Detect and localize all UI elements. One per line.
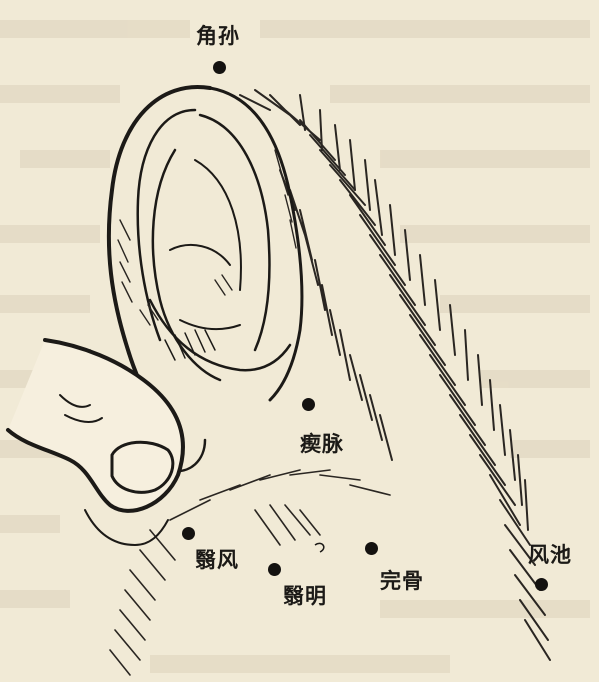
jiaosun-label: 角孙 <box>196 20 240 50</box>
wangu-label: 完骨 <box>380 565 424 595</box>
wangu-point-dot <box>365 542 378 555</box>
fengchi-point-dot <box>535 578 548 591</box>
chimai-label: 瘈脉 <box>300 428 344 458</box>
fengchi-label: 风池 <box>528 539 572 569</box>
yiming-label: 翳明 <box>283 580 327 610</box>
yifeng-label: 翳风 <box>195 544 239 574</box>
yifeng-point-dot <box>182 527 195 540</box>
jiaosun-point-dot <box>213 61 226 74</box>
yiming-point-dot <box>268 563 281 576</box>
finger <box>8 340 183 545</box>
chimai-point-dot <box>302 398 315 411</box>
small-mark <box>315 543 324 552</box>
